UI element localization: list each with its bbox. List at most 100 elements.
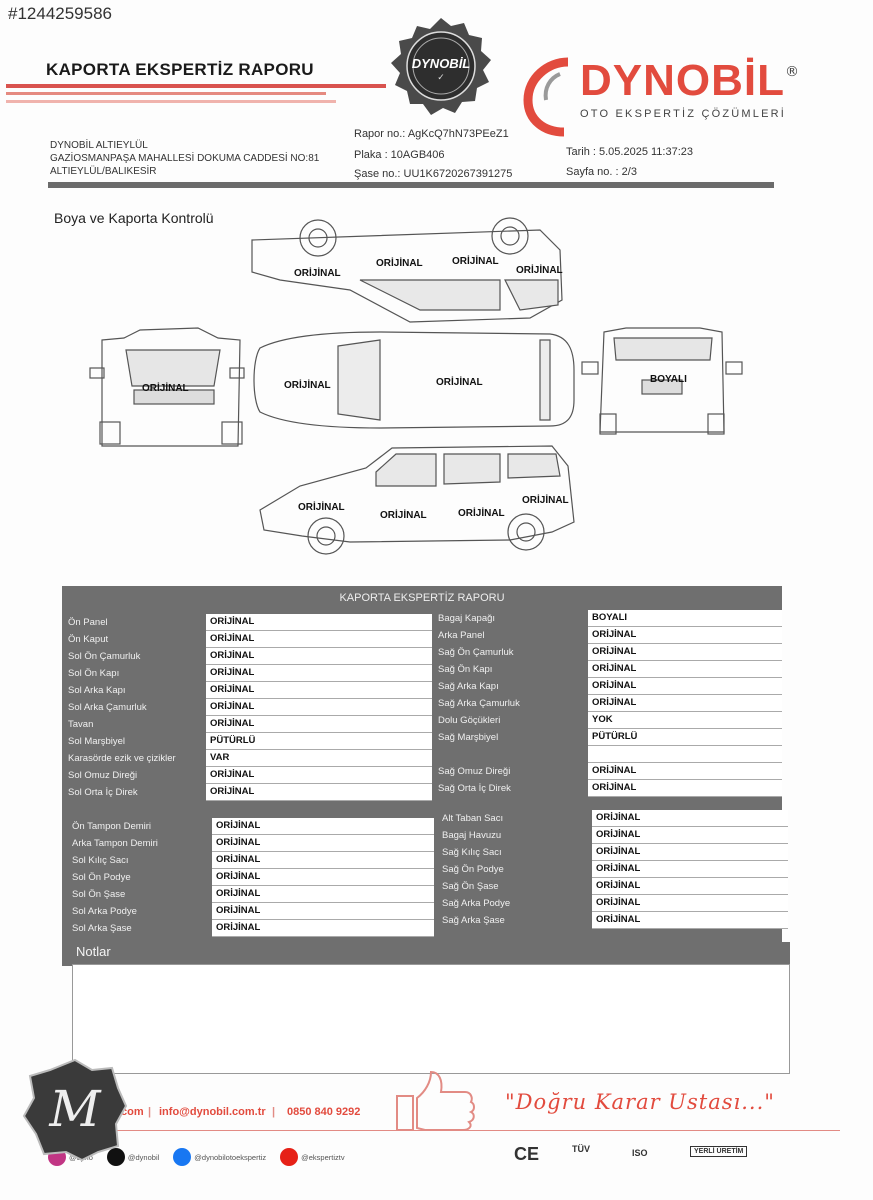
table-row-label: Arka Panel — [438, 630, 485, 641]
report-date: Tarih : 5.05.2025 11:37:23 — [566, 146, 694, 158]
table-row-value: ORİJİNAL — [592, 827, 788, 844]
table-row-label: Sağ Kılıç Sacı — [442, 847, 502, 858]
table-row-value: ORİJİNAL — [206, 631, 432, 648]
social-facebook[interactable]: @dynobilotoekspertiz — [173, 1148, 266, 1166]
table-row-label: Sol Arka Şase — [72, 923, 132, 934]
label-top-side-rear: ORİJİNAL — [516, 265, 563, 276]
notes-box — [72, 964, 790, 1074]
company-address-line2: ALTIEYLÜL/BALIKESİR — [50, 166, 157, 177]
svg-text:DYNOBİL: DYNOBİL — [412, 56, 471, 71]
social-handle: @dynobilotoekspertiz — [194, 1152, 267, 1162]
table-row-value: PÜTÜRLÜ — [206, 733, 432, 750]
table-row-value: ORİJİNAL — [592, 844, 788, 861]
table-row-label: Bagaj Havuzu — [442, 830, 502, 841]
table-row-label: Sol Arka Kapı — [68, 685, 126, 696]
section-title: Boya ve Kaporta Kontrolü — [54, 210, 214, 226]
table-row-label: Sağ Arka Çamurluk — [438, 698, 520, 709]
label-bottom-front: ORİJİNAL — [298, 502, 345, 513]
table-row-value: ORİJİNAL — [206, 699, 432, 716]
label-top-side-mid: ORİJİNAL — [376, 258, 423, 269]
table-row-label: Sol Ön Podye — [72, 872, 131, 883]
table-row-value: ORİJİNAL — [212, 869, 434, 886]
table-row-value: ORİJİNAL — [592, 861, 788, 878]
table-row-label: Karasörde ezik ve çizikler — [68, 753, 176, 764]
table-row-value: ORİJİNAL — [592, 895, 788, 912]
table-row-label: Sol Ön Şase — [72, 889, 126, 900]
table-row-value: ORİJİNAL — [206, 784, 432, 801]
yerli-uretim-mark: YERLİ ÜRETİM — [690, 1146, 748, 1157]
company-address-line1: GAZİOSMANPAŞA MAHALLESİ DOKUMA CADDESİ N… — [50, 153, 320, 164]
table-row-label: Bagaj Kapağı — [438, 613, 496, 624]
dynobil-seal-logo: DYNOBİL ✓ — [391, 18, 491, 115]
table-row-value: ORİJİNAL — [588, 695, 782, 712]
table-row-value: ORİJİNAL — [588, 661, 782, 678]
thumbs-up-icon — [396, 1070, 475, 1131]
table-row-label: Sol Marşbiyel — [68, 736, 126, 747]
side-view-bottom-outline — [259, 445, 575, 543]
label-rear-view: BOYALI — [650, 374, 687, 385]
table-row-label: Sol Arka Podye — [72, 906, 137, 917]
header-divider — [48, 182, 774, 188]
slogan: "Doğru Karar Ustası..." — [505, 1090, 775, 1114]
tuv-mark: TÜV — [572, 1144, 590, 1154]
label-top-side-front: ORİJİNAL — [294, 268, 341, 279]
table-row-label: Sağ Marşbiyel — [438, 732, 499, 743]
label-top-roof: ORİJİNAL — [436, 377, 483, 388]
plate-number: Plaka : 10AGB406 — [354, 149, 445, 161]
label-front-view: ORİJİNAL — [142, 383, 189, 394]
side-view-top-outline — [251, 229, 563, 323]
table-row-value: ORİJİNAL — [206, 648, 432, 665]
table-row-label: Arka Tampon Demiri — [72, 838, 158, 849]
table-row-value: ORİJİNAL — [206, 665, 432, 682]
social-handle: @ekspertiztv — [301, 1152, 345, 1162]
table-row-value: ORİJİNAL — [588, 780, 782, 797]
table-row-value: ORİJİNAL — [212, 886, 434, 903]
footer-email[interactable]: info@dynobil.com.tr — [159, 1106, 266, 1118]
table-row-label: Sol Arka Çamurluk — [68, 702, 147, 713]
label-top-side-rear-door: ORİJİNAL — [452, 256, 499, 267]
table-row-value: ORİJİNAL — [212, 852, 434, 869]
table-row-label: Sağ Ön Şase — [442, 881, 499, 892]
tiktok-icon — [106, 1148, 125, 1166]
table-row-value: ORİJİNAL — [206, 614, 432, 631]
label-top-hood: ORİJİNAL — [284, 380, 331, 391]
table-row-value: VAR — [206, 750, 432, 767]
watermark-badge-icon: M — [22, 1058, 128, 1162]
title-stripe — [6, 92, 326, 95]
footer-separator: | — [148, 1106, 152, 1118]
label-bottom-front-door: ORİJİNAL — [380, 510, 427, 521]
footer-phone[interactable]: 0850 840 9292 — [287, 1106, 361, 1118]
table-row-value: ORİJİNAL — [592, 810, 788, 827]
table-row-label: Ön Panel — [68, 617, 108, 628]
car-diagrams — [89, 217, 743, 555]
table-row-label: Sağ Orta İç Direk — [438, 783, 511, 794]
social-youtube[interactable]: @ekspertiztv — [280, 1148, 345, 1166]
table-row-value: ORİJİNAL — [588, 627, 782, 644]
registered-mark: ® — [785, 64, 799, 80]
chassis-number: Şase no.: UU1K6720267391275 — [354, 168, 513, 180]
table-row-value: ORİJİNAL — [206, 716, 432, 733]
facebook-icon — [173, 1148, 192, 1166]
table-row-value: PÜTÜRLÜ — [588, 729, 782, 746]
company-name: DYNOBİL ALTIEYLÜL — [50, 140, 148, 151]
table-row-value: ORİJİNAL — [588, 678, 782, 695]
table-row-value: ORİJİNAL — [212, 818, 434, 835]
brand-name: DYNOBİL — [580, 56, 785, 105]
front-view-outline — [101, 327, 241, 447]
listing-id: #1244259586 — [8, 4, 113, 23]
table-row-value: ORİJİNAL — [592, 912, 788, 929]
table-row-label: Sağ Ön Çamurluk — [438, 647, 514, 658]
svg-text:✓: ✓ — [437, 72, 445, 82]
social-tiktok[interactable]: @dynobil — [106, 1148, 159, 1166]
table-row-value: ORİJİNAL — [212, 903, 434, 920]
table-row-label: Sol Omuz Direği — [68, 770, 138, 781]
table-row-label: Sağ Ön Podye — [442, 864, 504, 875]
label-bottom-rear-door: ORİJİNAL — [458, 508, 505, 519]
table-row-label: Ön Kaput — [68, 634, 109, 645]
iso-mark: ISO — [632, 1148, 648, 1158]
table-title: KAPORTA EKSPERTİZ RAPORU — [339, 592, 505, 604]
table-row-label: Tavan — [68, 719, 94, 730]
table-row-label: Sağ Ön Kapı — [438, 664, 493, 675]
table-row-value: ORİJİNAL — [206, 682, 432, 699]
footer-divider — [40, 1130, 840, 1131]
